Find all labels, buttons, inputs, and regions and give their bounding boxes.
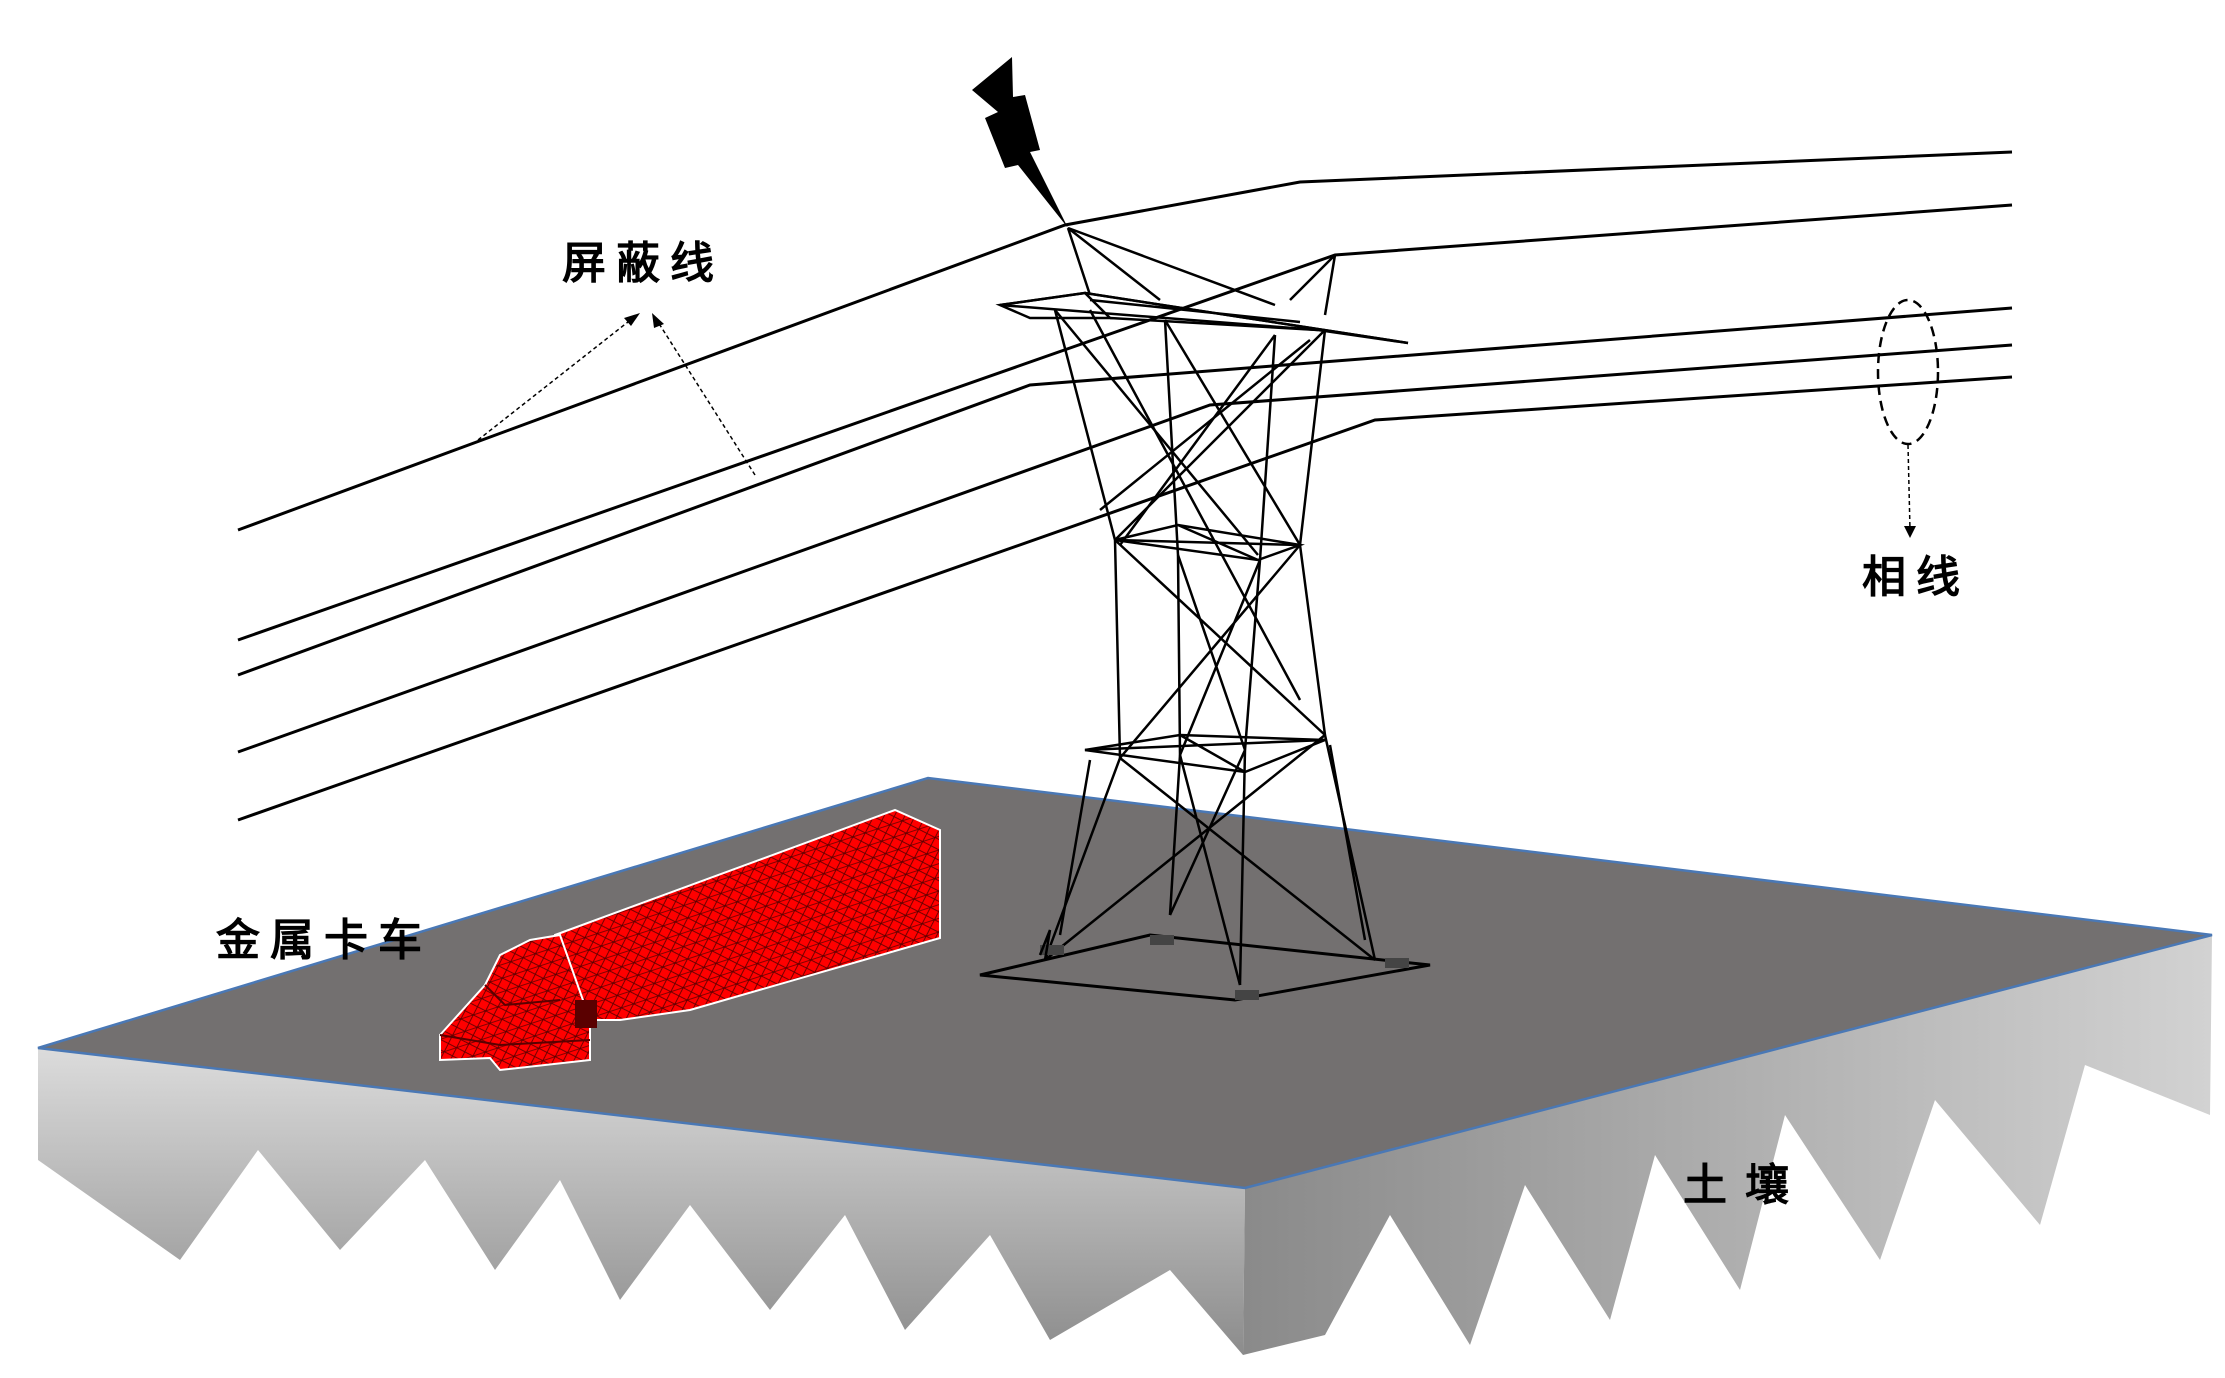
phase-wire-label: 相线 <box>1862 552 1970 603</box>
phase-wire-ellipse <box>1876 298 1940 446</box>
metal-truck-label: 金属卡车 <box>215 915 432 966</box>
phase-wire-3 <box>237 375 2013 822</box>
soil-right-face <box>1243 935 2212 1355</box>
shield-wire-label: 屏蔽线 <box>562 238 724 289</box>
shield-arrow-2 <box>657 321 756 476</box>
shield-arrow-1 <box>477 317 634 441</box>
transmission-tower <box>979 226 1431 1002</box>
soil-block <box>38 935 2212 1355</box>
metal-truck <box>439 808 941 1072</box>
phase-wire-2 <box>237 343 2013 754</box>
wires <box>237 150 2013 822</box>
phase-arrow <box>1907 444 1911 531</box>
soil-front-face <box>38 1048 1245 1355</box>
annotations <box>477 298 1940 531</box>
lightning-bolt-icon <box>972 57 1068 228</box>
shield-wire-2 <box>237 203 2013 642</box>
soil-label: 土壤 <box>1683 1160 1807 1211</box>
ground-surface <box>37 776 2213 1190</box>
phase-arrowhead <box>1904 526 1916 538</box>
shield-wire-1 <box>237 150 2013 532</box>
shield-arrowhead-2 <box>652 313 664 328</box>
shield-arrowhead-1 <box>624 313 640 326</box>
phase-wire-1 <box>237 306 2013 677</box>
